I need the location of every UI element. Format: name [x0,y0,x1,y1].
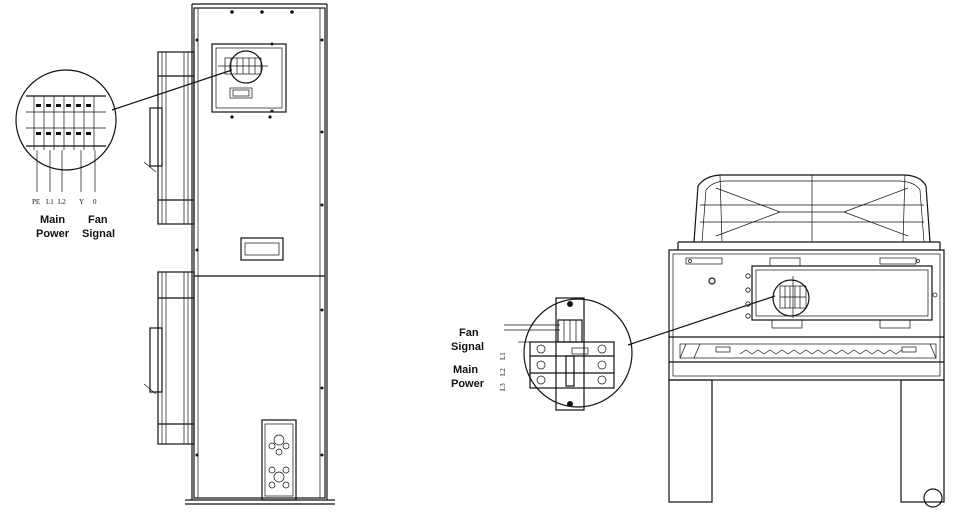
louvre-strip [679,343,937,359]
fan-signal-label-left: Fan [88,214,108,226]
svg-text:L2: L2 [58,198,66,206]
pipe-fitting-bottom-icon [268,466,290,489]
terminal-strip-small-right [779,276,807,318]
main-power-label-left: Main [40,214,65,226]
terminal-detail-left [15,69,117,171]
terminal-detail-right [523,297,633,411]
pipe-fitting-top-icon [268,434,290,456]
main-power-label-left-2: Power [36,228,70,240]
svg-text:0: 0 [93,198,97,206]
fan-signal-label-right: Fan [459,327,479,339]
svg-text:Y: Y [79,198,84,206]
main-power-label-right: Main [453,364,478,376]
wires-left [36,150,96,192]
fan-signal-label-right-2: Signal [451,341,484,353]
svg-text:PE: PE [32,198,40,206]
terminal-labels-right: L1 L2 L3 [499,352,507,391]
svg-text:L3: L3 [499,383,507,391]
fan-signal-label-left-2: Signal [82,228,115,240]
left-unit: PE L1 L2 Y 0 Main Power Fan Signal [15,3,335,505]
svg-text:L2: L2 [499,368,507,376]
wires-right [504,324,560,343]
fan-lower [143,271,195,445]
terminal-labels-left: PE L1 L2 Y 0 [32,198,97,206]
svg-text:L1: L1 [499,352,507,360]
svg-text:L1: L1 [46,198,54,206]
right-unit: L1 L2 L3 Fan Signal Main Power [451,174,945,508]
fan-upper [143,51,195,225]
main-power-label-right-2: Power [451,378,485,390]
fan-guard [693,174,931,243]
